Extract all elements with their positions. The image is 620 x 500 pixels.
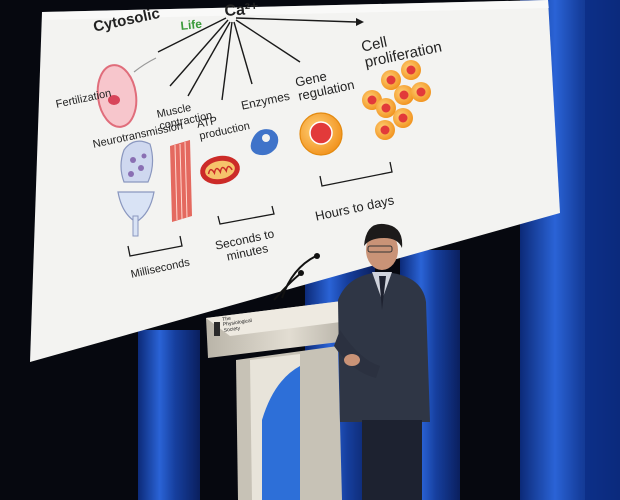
nucleus-icon — [299, 112, 343, 156]
podium — [206, 300, 372, 500]
speaker-person — [334, 223, 430, 500]
curtain-left — [138, 330, 200, 500]
egg-cell-icon — [96, 57, 157, 128]
synapse-icon — [117, 140, 155, 237]
muscle-fiber-icon — [170, 140, 192, 222]
slide-life-label: Life — [179, 16, 203, 33]
microphone-icon — [273, 255, 317, 301]
cell-cluster-icon — [362, 60, 431, 140]
mitochondrion-icon — [200, 155, 240, 185]
slide-ion-label: Ca²⁺ — [223, 0, 260, 20]
enzyme-icon — [250, 129, 279, 156]
